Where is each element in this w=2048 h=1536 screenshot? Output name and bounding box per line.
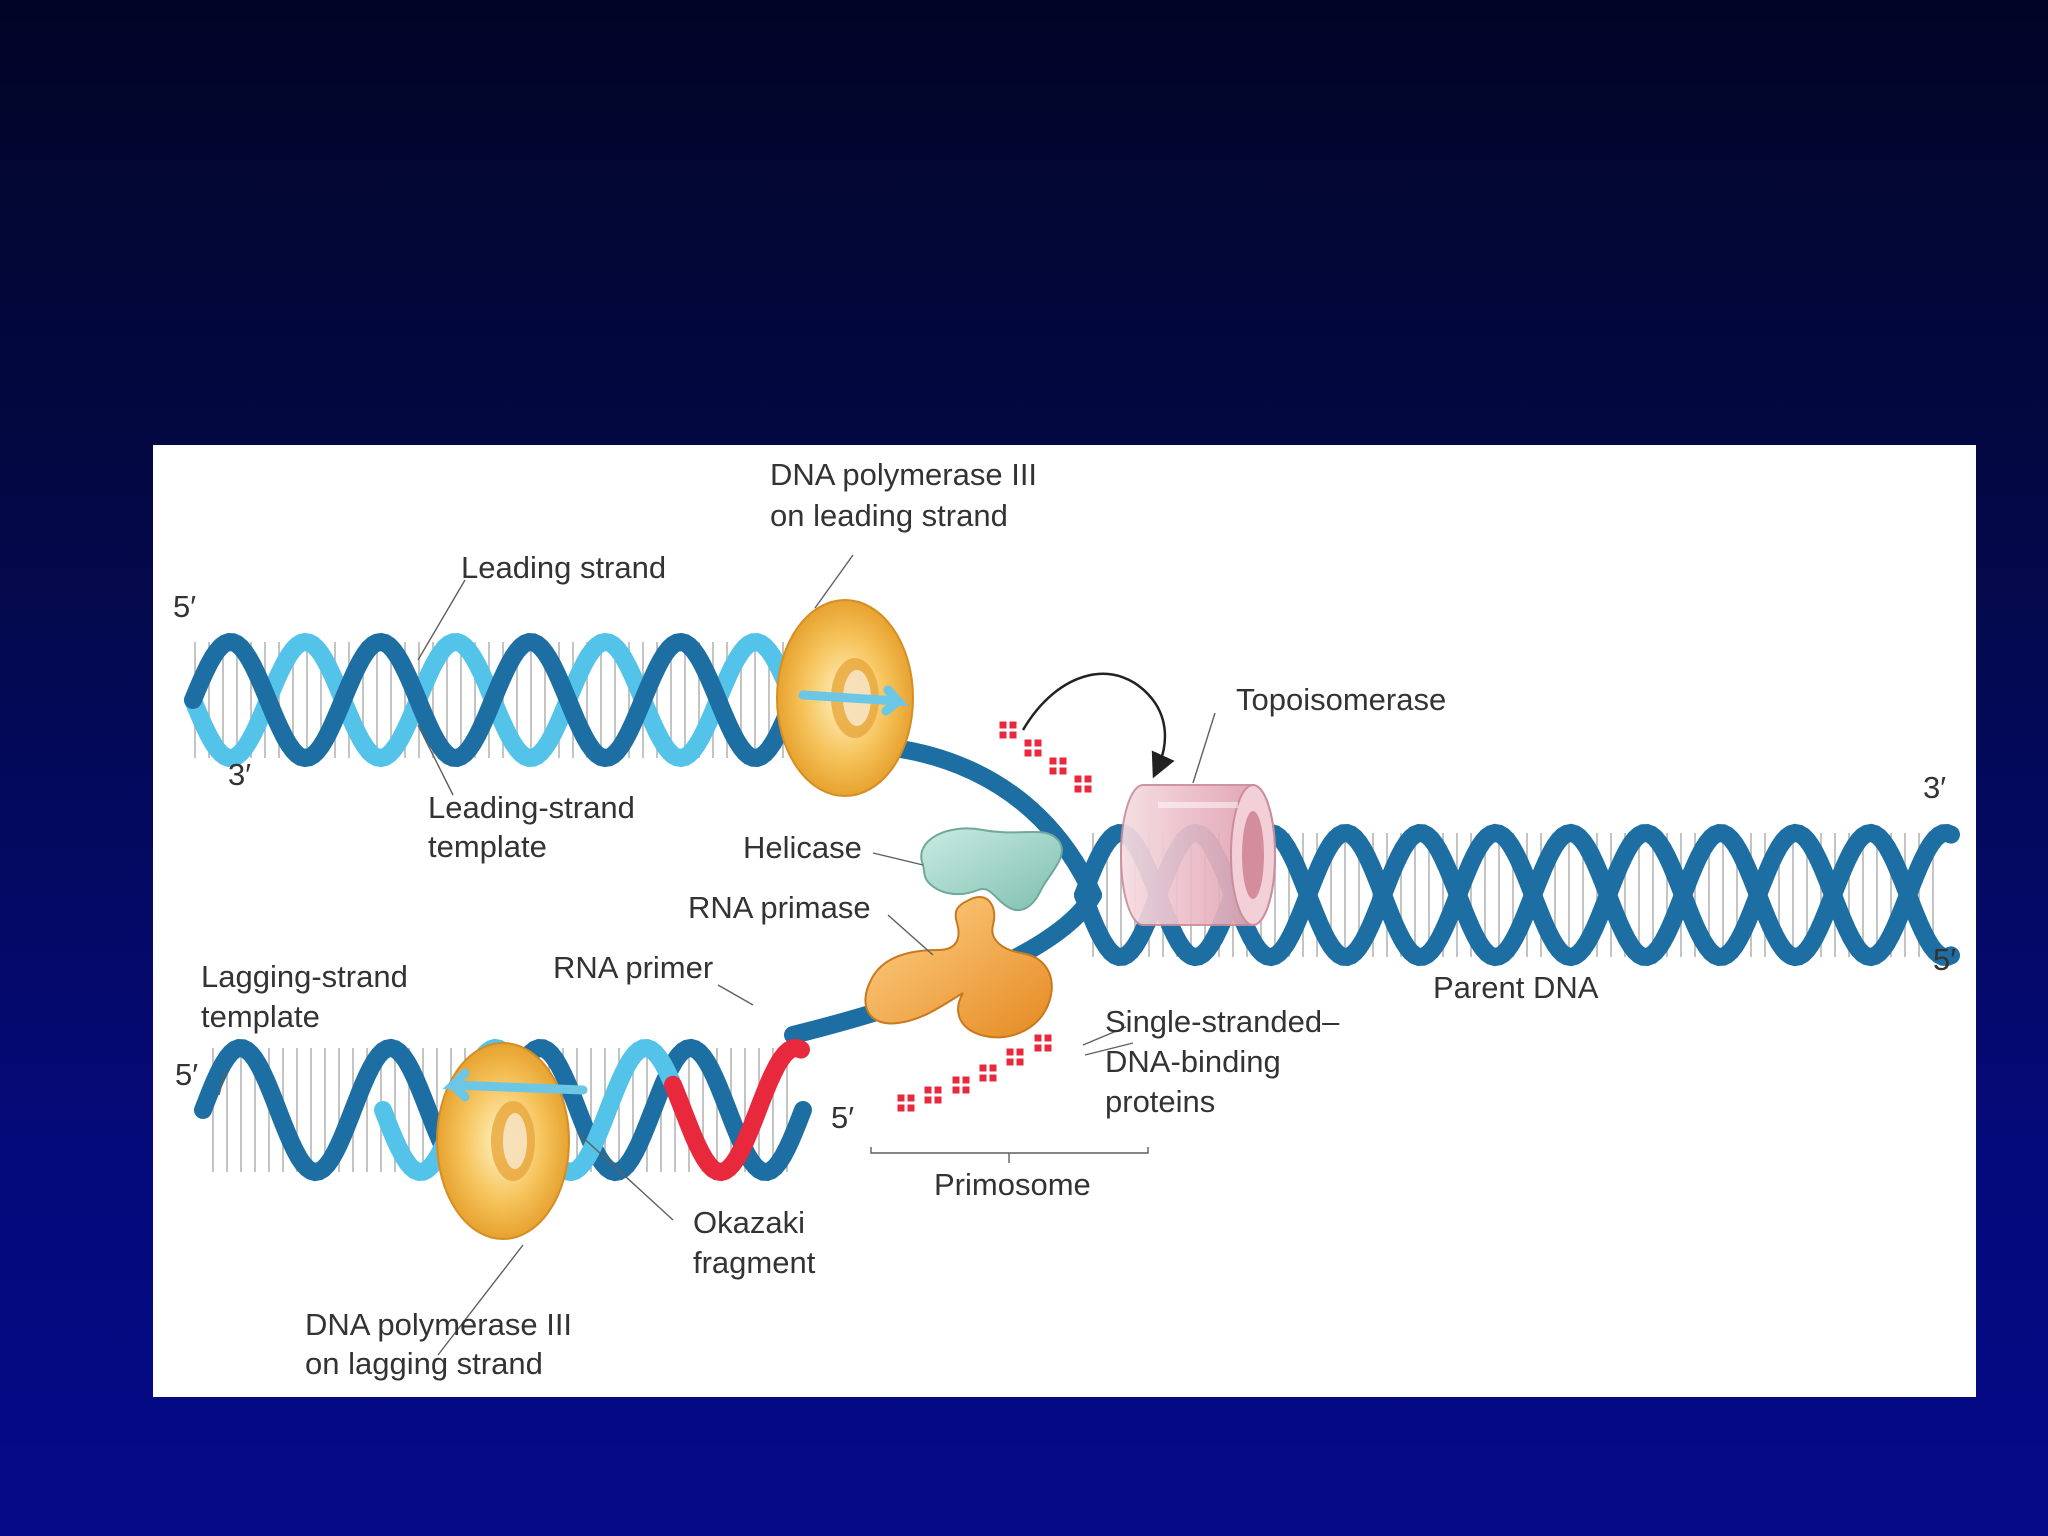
ssb-protein-dot (1024, 749, 1032, 757)
helicase-shape (920, 827, 1063, 912)
label-rna-primase: RNA primase (688, 890, 871, 925)
ssb-protein-dot (924, 1096, 932, 1104)
ssb-protein-dot (1024, 739, 1032, 747)
ssb-protein-dot (1084, 775, 1092, 783)
label-five-prime-lagging-left: 5′ (175, 1057, 198, 1092)
ssb-protein-dot (924, 1086, 932, 1094)
label-five-prime-top-left: 5′ (173, 589, 196, 624)
ssb-protein-dot (1074, 785, 1082, 793)
ssb-protein-dot (989, 1064, 997, 1072)
label-helicase: Helicase (743, 830, 862, 865)
ssb-protein-dot (934, 1086, 942, 1094)
ssb-protein-dot (962, 1076, 970, 1084)
label-parent-dna: Parent DNA (1433, 970, 1599, 1005)
ssb-protein-dot (1074, 775, 1082, 783)
label-dna-pol-lagging-2: on lagging strand (305, 1346, 543, 1381)
label-dna-pol-lagging-1: DNA polymerase III (305, 1307, 572, 1342)
topoisomerase-shape (1120, 784, 1276, 926)
ssb-protein-dot (1049, 767, 1057, 775)
label-lagging-template-1: Lagging-strand (201, 959, 408, 994)
ssb-protein-dot (1049, 757, 1057, 765)
dna-polymerase-lagging-ring (436, 1042, 570, 1240)
ssb-protein-dot (1059, 767, 1067, 775)
ssb-protein-dot (1006, 1048, 1014, 1056)
ssb-protein-dot (897, 1104, 905, 1112)
label-ssb-1: Single-stranded– (1105, 1004, 1340, 1039)
label-okazaki-1: Okazaki (693, 1205, 805, 1240)
ssb-protein-dot (952, 1086, 960, 1094)
ssb-protein-dot (897, 1094, 905, 1102)
leading-strand (184, 632, 862, 768)
ssb-protein-dot (952, 1076, 960, 1084)
ssb-protein-dot (989, 1074, 997, 1082)
ssb-protein-dot (962, 1086, 970, 1094)
label-ssb-2: DNA-binding (1105, 1044, 1281, 1079)
ssb-protein-dot (999, 721, 1007, 729)
label-dna-pol-leading-2: on leading strand (770, 498, 1008, 533)
label-five-prime-lagging-mid: 5′ (831, 1100, 854, 1135)
label-dna-pol-leading-1: DNA polymerase III (770, 457, 1037, 492)
ssb-protein-dot (979, 1074, 987, 1082)
ssb-protein-dot (1084, 785, 1092, 793)
label-primosome: Primosome (934, 1167, 1091, 1202)
ssb-protein-dot (1059, 757, 1067, 765)
ssb-protein-dot (1016, 1058, 1024, 1066)
ssb-protein-dot (1006, 1058, 1014, 1066)
rna-primer-segment (664, 1039, 810, 1182)
label-lagging-template-2: template (201, 999, 320, 1034)
lagging-direction-arrow (442, 1068, 588, 1102)
ssb-protein-dot (1044, 1044, 1052, 1052)
ssb-protein-dot (907, 1094, 915, 1102)
ssb-protein-dot (1009, 721, 1017, 729)
dna-replication-figure: DNA polymerase III on leading strand Lea… (153, 445, 1976, 1397)
label-leading-template-1: Leading-strand (428, 790, 635, 825)
ssb-protein-dot (1034, 739, 1042, 747)
topoisomerase-rotation-arrow (1021, 672, 1175, 779)
label-three-prime-right: 3′ (1923, 770, 1946, 805)
single-strand-binding-proteins (897, 721, 1092, 1112)
ssb-protein-dot (934, 1096, 942, 1104)
ssb-protein-dot (999, 731, 1007, 739)
label-okazaki-2: fragment (693, 1245, 816, 1280)
label-leading-strand: Leading strand (461, 550, 666, 585)
ssb-protein-dot (979, 1064, 987, 1072)
ssb-protein-dot (1034, 1044, 1042, 1052)
rna-primase-shape (864, 896, 1053, 1039)
ssb-protein-dot (1044, 1034, 1052, 1042)
label-topoisomerase: Topoisomerase (1236, 682, 1446, 717)
diagram-canvas: DNA polymerase III on leading strand Lea… (173, 457, 1960, 1381)
ssb-protein-dot (1009, 731, 1017, 739)
leading-direction-arrow (798, 685, 909, 716)
ssb-protein-dot (1034, 1034, 1042, 1042)
leading-strand-template (184, 632, 862, 768)
label-rna-primer: RNA primer (553, 950, 713, 985)
label-ssb-3: proteins (1105, 1084, 1215, 1119)
ssb-protein-dot (1016, 1048, 1024, 1056)
ssb-protein-dot (907, 1104, 915, 1112)
label-five-prime-right: 5′ (1933, 942, 1956, 977)
leader-lines (218, 554, 1216, 1356)
label-leading-template-2: template (428, 829, 547, 864)
ssb-protein-dot (1034, 749, 1042, 757)
label-three-prime-top-left: 3′ (228, 757, 251, 792)
